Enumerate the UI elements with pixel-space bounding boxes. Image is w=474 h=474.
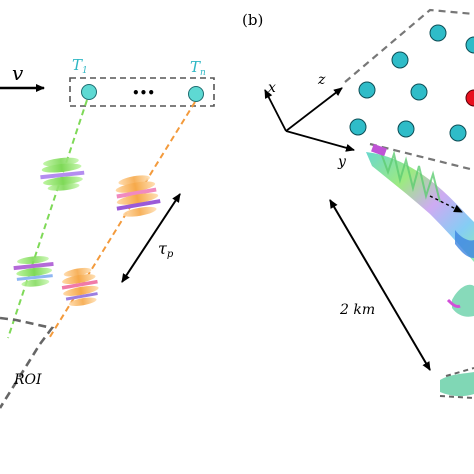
transmitter-last	[188, 86, 204, 102]
panel-b: (b) x z y	[242, 8, 474, 399]
transducer-node	[449, 124, 467, 142]
transducer-node	[349, 118, 367, 136]
beam-volume	[366, 143, 474, 399]
beam-line-last	[47, 101, 196, 341]
roi-outline-b-lower	[439, 395, 474, 399]
roi-outline-b	[445, 367, 474, 377]
transmitter-first-label: T1	[72, 56, 88, 76]
transducer-node-active	[465, 89, 474, 107]
panel-b-label: (b)	[242, 11, 263, 29]
transducer-node	[391, 51, 409, 69]
axis-z-arrow	[285, 87, 343, 132]
distance-label: 2 km	[339, 302, 375, 318]
transducer-node	[397, 120, 415, 138]
pulse-interval-arrow	[121, 193, 181, 283]
transmitter-first	[81, 84, 97, 100]
pulse-interval-label: τp	[158, 239, 174, 260]
beam-line-first	[7, 99, 88, 339]
roi-label: ROI	[13, 372, 42, 388]
pulse-green-upper	[40, 157, 85, 191]
pulse-orange-lower	[61, 267, 99, 306]
pulse-orange-upper	[115, 175, 161, 217]
array-grid-outline	[344, 8, 474, 83]
transducer-node	[465, 36, 474, 54]
pulse-green-lower	[13, 256, 54, 287]
transducer-node	[358, 81, 376, 99]
distance-arrow	[329, 199, 431, 371]
transducer-node	[429, 24, 447, 42]
velocity-label: v	[12, 61, 24, 85]
axis-y-arrow	[285, 130, 355, 152]
axis-x-arrow	[264, 89, 287, 132]
axes-triad: x z y	[264, 72, 355, 170]
transmitter-last-label: Tn	[190, 58, 206, 78]
transmitter-array-box	[69, 77, 215, 107]
axis-x-label: x	[268, 80, 276, 96]
panel-a: v ••• T1 Tn	[0, 56, 215, 409]
axis-z-label: z	[317, 72, 326, 88]
transducer-nodes	[349, 24, 474, 142]
roi-outline	[0, 316, 55, 409]
ellipsis-label: •••	[132, 86, 155, 100]
array-grid-outline-lower	[369, 142, 474, 172]
axis-y-label: y	[337, 154, 347, 170]
transducer-node	[410, 83, 428, 101]
